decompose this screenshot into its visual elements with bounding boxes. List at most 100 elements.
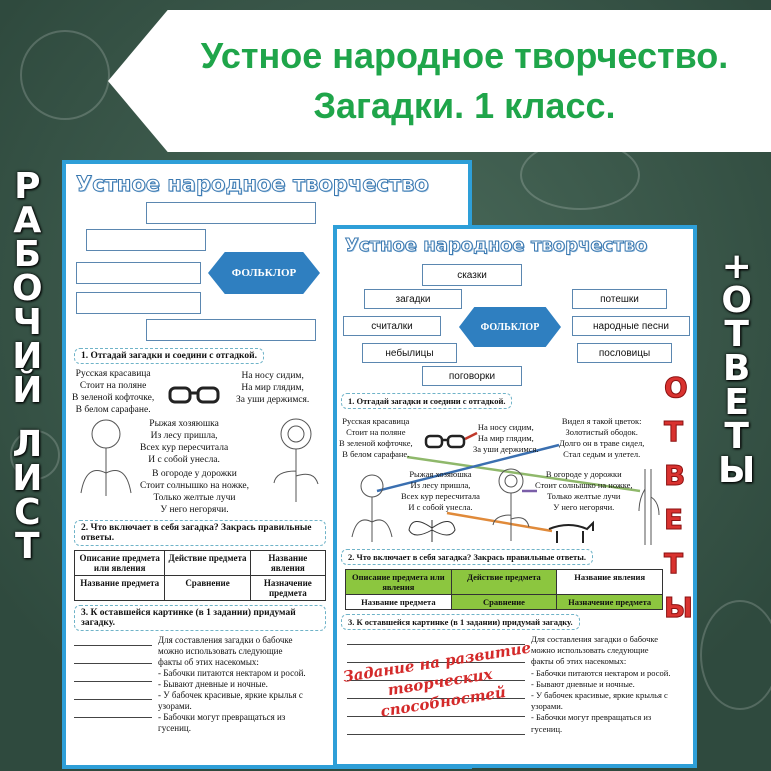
genre-box: потешки	[572, 289, 667, 309]
table-cell[interactable]: Назначение предмета	[249, 575, 327, 601]
stamp-letter: Т	[663, 547, 684, 580]
fact-line: Для составления загадки о бабочке	[531, 634, 659, 644]
fact-line: можно использовать следующие	[531, 645, 649, 656]
fact-line: - Бабочки питаются нектаром и росой.	[531, 667, 671, 678]
riddle-line: Видел я такой цветок:	[561, 416, 642, 426]
label-letter: Т	[724, 314, 749, 355]
fact-line: - Бывают дневные и ночные.	[531, 678, 635, 689]
fact-line: Для составления загадки о бабочке	[158, 635, 293, 645]
riddle-line: Всех кур пересчитала	[401, 491, 480, 501]
riddle-line: В белом сарафане.	[75, 405, 151, 415]
table-cell[interactable]: Действие предмета	[164, 550, 251, 576]
banner-line-2: Загадки. 1 класс.	[313, 85, 616, 126]
fact-line: - Бабочки могут превращаться из	[531, 712, 652, 723]
genre-blank	[76, 292, 201, 314]
genre-box: поговорки	[422, 366, 522, 386]
riddle: На носу сидим,На мир глядим,За уши держи…	[236, 370, 309, 406]
back-lower-section: 2. Что включает в себя загадка? Закрась …	[73, 520, 327, 735]
sunflower-drawing	[273, 418, 319, 502]
task-1-heading: 1. Отгадай загадки и соедини с отгадкой.	[341, 393, 513, 409]
riddle-line: Рыжая хозяюшка	[409, 469, 472, 479]
fact-line: гусениц.	[531, 723, 563, 734]
label-letter: И	[12, 458, 43, 499]
answers-page: Устное народное творчество сказки загадк…	[333, 225, 697, 768]
riddle: На носу сидим,На мир глядим,За уши держи…	[473, 422, 539, 455]
riddle-line: Из лесу пришла,	[150, 431, 218, 441]
riddle-line: На мир глядим,	[477, 433, 534, 443]
label-letter: Л	[12, 424, 43, 465]
stamp-letter: О	[663, 371, 688, 404]
answers-title: Устное народное творчество	[344, 235, 648, 257]
table-cell[interactable]: Описание предмета или явления	[73, 550, 166, 576]
fact-line: факты об этих насекомых:	[531, 656, 627, 667]
riddle-line: Стоит солнышко на ножке,	[140, 481, 250, 491]
riddle-line: Русская красавица	[75, 369, 151, 379]
fact-line: - Бабочки могут превращаться из	[158, 712, 286, 722]
answer-lines[interactable]	[347, 634, 525, 752]
riddle-line: На носу сидим,	[477, 422, 534, 432]
riddle-line: За уши держимся.	[236, 395, 310, 405]
line-birch	[406, 455, 641, 493]
label-letter: С	[14, 492, 41, 533]
line-fox	[446, 511, 553, 533]
riddle-line: В огороде у дорожки	[545, 469, 622, 479]
fact-line: узорами.	[531, 701, 563, 712]
butterfly-drawing	[408, 520, 456, 542]
genre-box: народные песни	[572, 316, 690, 336]
banner-line-1: Устное народное творчество.	[200, 35, 729, 76]
fact-line: факты об этих насекомых:	[158, 657, 259, 667]
folklore-center: ФОЛЬКЛОР	[459, 307, 561, 347]
riddle-line: В белом сарафане.	[342, 449, 410, 459]
label-letter: О	[721, 280, 752, 321]
riddle: Видел я такой цветок:Золотистый ободок.Д…	[559, 416, 644, 460]
label-letter: Т	[15, 526, 40, 567]
glasses-drawing	[168, 386, 220, 404]
line-glasses	[464, 431, 478, 441]
riddle-line: За уши держимся.	[473, 444, 539, 454]
riddle-line: Долго он в траве сидел,	[559, 438, 645, 448]
table-cell[interactable]: Описание предмета или явления	[345, 569, 452, 595]
genre-blank	[76, 262, 201, 284]
table-cell[interactable]: Сравнение	[450, 594, 558, 610]
task-1-heading: 1. Отгадай загадки и соедини с отгадкой.	[74, 348, 264, 364]
table-cell[interactable]: Название явления	[249, 550, 327, 576]
folklore-center: ФОЛЬКЛОР	[208, 252, 320, 294]
glasses-drawing	[424, 434, 466, 449]
riddle-line: Только желтые лучи	[153, 493, 236, 503]
riddle-line: У него негорячи.	[553, 502, 615, 512]
label-letter: И	[12, 336, 43, 377]
sunflower-drawing	[492, 468, 530, 541]
table-cell[interactable]: Назначение предмета	[556, 594, 663, 610]
stamp-letter: Т	[663, 415, 684, 448]
table-cell[interactable]: Действие предмета	[450, 569, 558, 595]
stamp-letter: В	[663, 459, 686, 492]
riddle-line: У него негорячи.	[160, 505, 229, 515]
table-cell[interactable]: Название предмета	[345, 594, 452, 610]
riddle-line: В зеленой кофточке,	[339, 438, 413, 448]
sheet-title: Устное народное творчество	[76, 172, 430, 197]
task-2-heading: 2. Что включает в себя загадка? Закрась …	[74, 520, 326, 546]
table-cell[interactable]: Название предмета	[73, 575, 166, 601]
dandelion-drawing	[80, 419, 132, 496]
riddle-line: Только желтые лучи	[547, 491, 621, 501]
task-2-heading: 2. Что включает в себя загадка? Закрась …	[341, 549, 593, 565]
table-cell[interactable]: Сравнение	[164, 575, 251, 601]
genre-box: небылицы	[362, 343, 457, 363]
table-cell[interactable]: Название явления	[556, 569, 663, 595]
genre-blank	[86, 229, 206, 251]
label-letter: О	[12, 268, 43, 309]
genre-box: загадки	[364, 289, 462, 309]
riddle-line: На носу сидим,	[241, 371, 304, 381]
label-letter: Е	[724, 382, 749, 423]
fact-line: узорами.	[158, 701, 192, 711]
answer-lines[interactable]	[74, 635, 152, 735]
fact-line: - Бабочки питаются нектаром и росой.	[158, 668, 306, 678]
